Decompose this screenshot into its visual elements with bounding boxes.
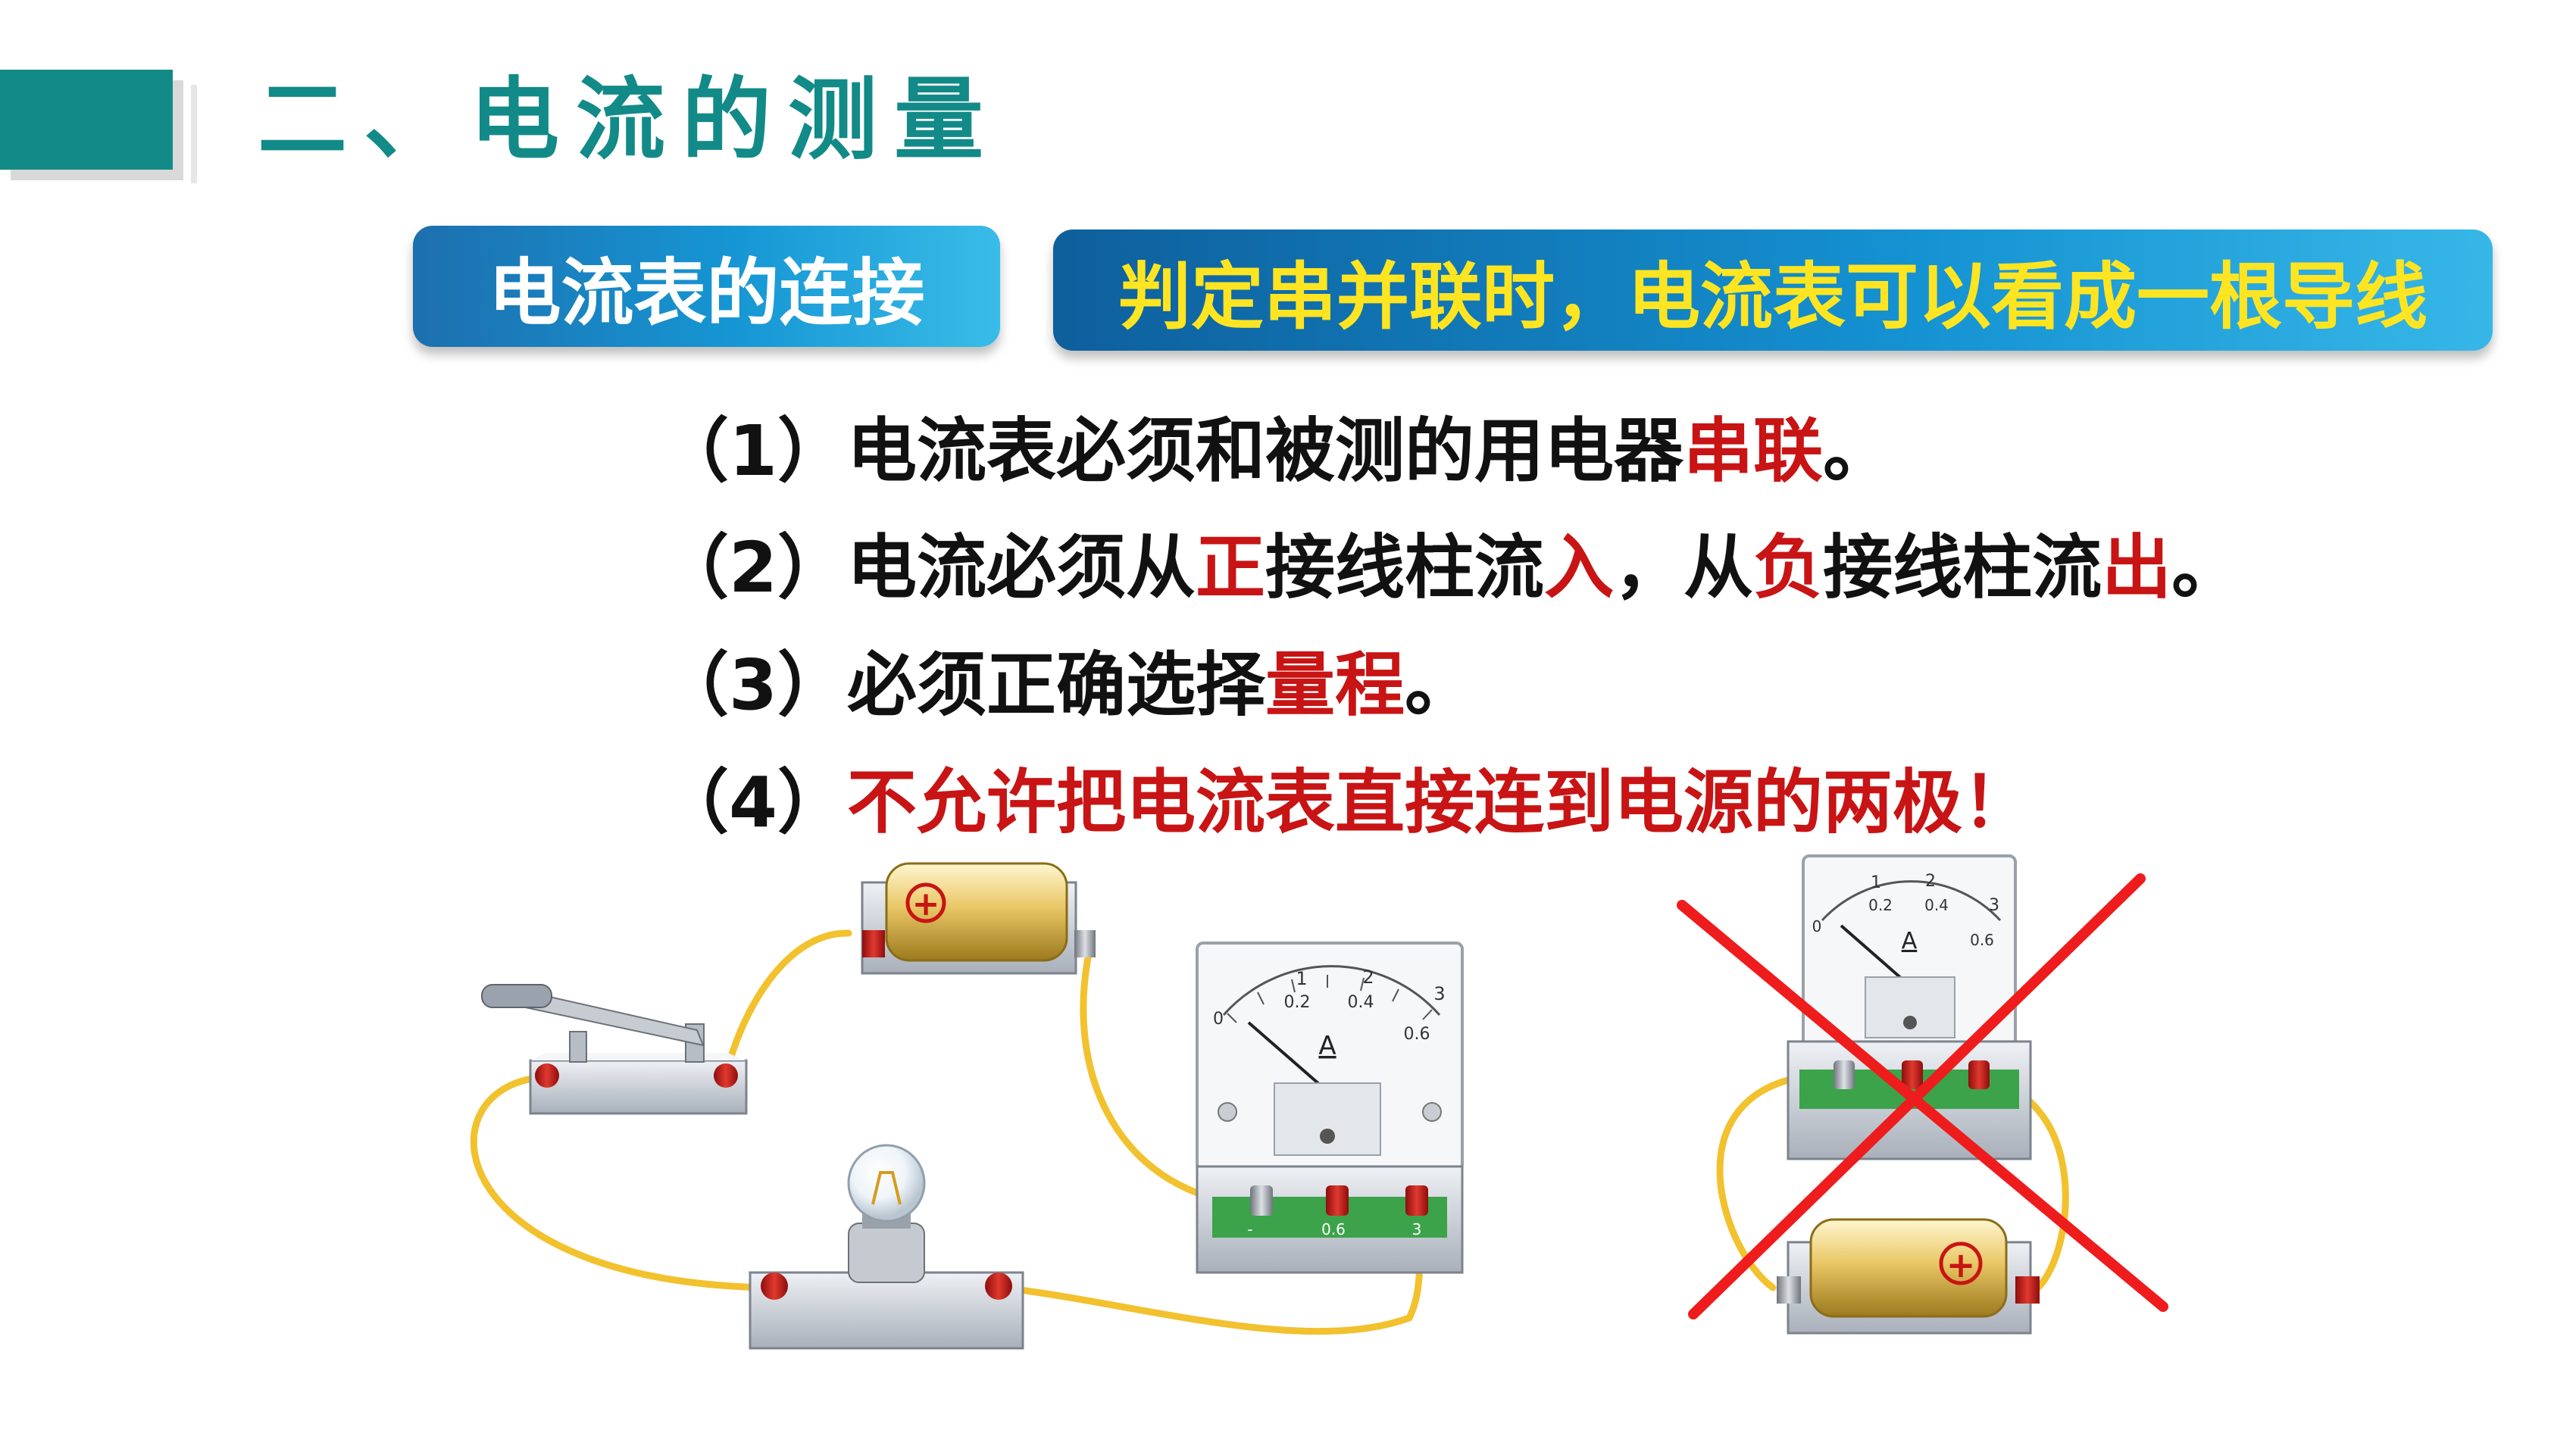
meter-left-term-3: 3 bbox=[1412, 1220, 1422, 1238]
connection-label: 电流表的连接 bbox=[413, 226, 1000, 347]
wire-switch-bulb bbox=[470, 1074, 769, 1291]
ammeter-right: 1 2 3 0 0.2 0.4 0.6 A bbox=[1787, 854, 2032, 1160]
rule-4: （4）不允许把电流表直接连到电源的两极！ bbox=[659, 757, 2032, 848]
meter-right-bottom-06: 0.6 bbox=[1970, 931, 1994, 949]
rule-2: （2）电流必须从正接线柱流入，从负接线柱流出。 bbox=[659, 523, 2241, 614]
rule-3-highlight: 量程 bbox=[1265, 645, 1405, 726]
meter-right-top-3: 3 bbox=[1989, 896, 1999, 915]
rule-1-highlight: 串联 bbox=[1683, 411, 1824, 492]
rule-3-end: 。 bbox=[1405, 645, 1475, 726]
meter-left-bottom-04: 0.4 bbox=[1348, 993, 1374, 1012]
rule-3: （3）必须正确选择量程。 bbox=[659, 640, 1474, 731]
rule-4-warning: 不允许把电流表直接连到电源的两极！ bbox=[847, 762, 2033, 843]
battery-right: + bbox=[1777, 1218, 2040, 1335]
rule-1-end: 。 bbox=[1823, 411, 1893, 492]
meter-left-top-1: 1 bbox=[1296, 968, 1307, 989]
meter-right-unit: A bbox=[1902, 928, 1918, 954]
rule-1-text: 电流表必须和被测的用电器 bbox=[847, 411, 1684, 492]
rule-2-highlight-out: 出 bbox=[2102, 527, 2172, 608]
meter-right-top-1: 1 bbox=[1871, 873, 1881, 892]
meter-left-bottom-06: 0.6 bbox=[1404, 1025, 1430, 1044]
meter-right-top-2: 2 bbox=[1925, 872, 1936, 891]
meter-left-top-3: 3 bbox=[1433, 983, 1445, 1004]
knife-switch bbox=[481, 984, 748, 1115]
page-title: 二、电流的测量 bbox=[258, 67, 1001, 172]
rule-4-prefix: （4） bbox=[659, 762, 848, 843]
rule-2-prefix: （2） bbox=[659, 527, 848, 608]
meter-right-bottom-0: 0 bbox=[1812, 917, 1822, 935]
wire-short-left bbox=[1716, 1070, 1830, 1291]
rule-1: （1）电流表必须和被测的用电器串联。 bbox=[659, 406, 1893, 497]
title-accent-divider bbox=[191, 85, 197, 183]
light-bulb bbox=[749, 1144, 1024, 1350]
rule-2-text-a: 电流必须从 bbox=[847, 527, 1196, 608]
rule-2-highlight-in: 入 bbox=[1544, 527, 1615, 608]
battery-left: + bbox=[861, 862, 1096, 975]
battery-right-plus: + bbox=[1946, 1244, 1976, 1285]
rule-1-prefix: （1） bbox=[659, 411, 848, 492]
meter-right-bottom-04: 0.4 bbox=[1924, 896, 1949, 914]
meter-left-term-06: 0.6 bbox=[1321, 1220, 1346, 1238]
rule-3-prefix: （3） bbox=[659, 645, 848, 726]
rule-2-highlight-positive: 正 bbox=[1196, 527, 1266, 608]
meter-left-top-2: 2 bbox=[1362, 967, 1374, 988]
forbidden-cross-icon bbox=[1677, 873, 2168, 1319]
series-parallel-hint: 判定串并联时，电流表可以看成一根导线 bbox=[1053, 230, 2493, 351]
meter-left-unit: A bbox=[1318, 1031, 1336, 1061]
battery-left-plus: + bbox=[912, 885, 940, 923]
rule-2-text-c: ，从 bbox=[1614, 527, 1754, 608]
wire-switch-battery bbox=[722, 929, 852, 1079]
ammeter-left: 1 2 3 0 0.2 0.4 0.6 A - 0.6 3 bbox=[1196, 942, 1464, 1274]
rule-3-text: 必须正确选择 bbox=[847, 645, 1266, 726]
rule-2-end: 。 bbox=[2171, 527, 2242, 608]
circuit-illustration: + 1 2 3 0 0.2 0.4 0.6 A - bbox=[470, 854, 2168, 1350]
rule-2-text-b: 接线柱流 bbox=[1265, 527, 1545, 608]
meter-left-term-neg: - bbox=[1247, 1220, 1252, 1238]
rule-2-text-d: 接线柱流 bbox=[1823, 527, 2102, 608]
title-accent-block bbox=[0, 70, 173, 170]
meter-left-bottom-02: 0.2 bbox=[1284, 993, 1311, 1012]
meter-left-bottom-0: 0 bbox=[1213, 1010, 1224, 1029]
rule-2-highlight-negative: 负 bbox=[1753, 527, 1824, 608]
meter-right-bottom-02: 0.2 bbox=[1868, 896, 1893, 914]
